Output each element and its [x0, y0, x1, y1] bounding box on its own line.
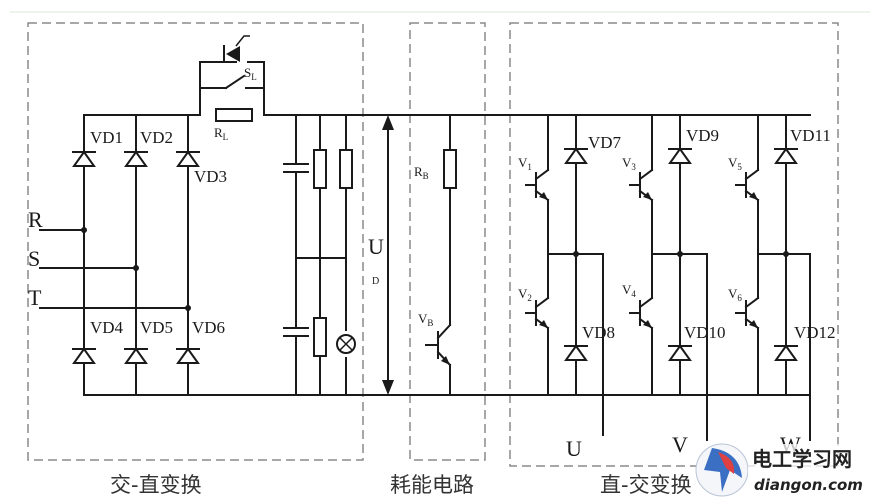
vd6-label: VD6	[192, 318, 225, 337]
transistor-v2	[525, 296, 550, 330]
v1-label: V1	[518, 155, 532, 172]
braking-circuit	[425, 114, 457, 396]
inverter-box	[509, 22, 839, 467]
input-r-label: R	[28, 207, 43, 232]
input-s-label: S	[28, 246, 40, 271]
rectifier-box	[27, 22, 364, 461]
brake-resistor-icon	[443, 149, 457, 189]
diode-vd4	[72, 347, 96, 364]
vd1-label: VD1	[90, 128, 123, 147]
vd2-label: VD2	[140, 128, 173, 147]
diode-vd11	[774, 147, 798, 164]
switch-sl-label: SL	[244, 65, 257, 82]
charging-circuit	[199, 35, 265, 122]
transistor-v5	[735, 168, 760, 202]
diode-vd10	[668, 344, 692, 361]
svg-text:电工学习网: 电工学习网	[752, 447, 852, 471]
diode-vd5	[124, 347, 148, 364]
diode-vd8	[564, 344, 588, 361]
resistor-rl-icon	[215, 108, 253, 122]
v3-label: V3	[622, 155, 636, 172]
resistor-rl-label: RL	[214, 125, 228, 142]
diode-vd12	[774, 344, 798, 361]
dc-voltage-arrow	[382, 115, 394, 395]
vd7-label: VD7	[588, 133, 622, 152]
dc-bus-sub-label: D	[372, 276, 379, 287]
vd12-label: VD12	[794, 323, 836, 342]
brake-transistor-label: VB	[418, 311, 433, 328]
rectifier-bridge	[39, 114, 191, 396]
vd3-label: VD3	[194, 167, 227, 186]
watermark-logo: 电工学习网 diangon.com	[695, 443, 878, 497]
output-v-label: V	[672, 432, 688, 457]
diode-vd7	[564, 147, 588, 164]
v2-label: V2	[518, 286, 532, 303]
vd8-label: VD8	[582, 323, 615, 342]
diode-vd2	[124, 150, 148, 167]
transistor-v3	[629, 168, 654, 202]
lamp-icon	[336, 334, 356, 354]
vd4-label: VD4	[90, 318, 124, 337]
vd10-label: VD10	[684, 323, 726, 342]
transistor-v4	[629, 296, 654, 330]
diode-vd1	[72, 150, 96, 167]
input-t-label: T	[28, 285, 42, 310]
braking-box	[409, 22, 486, 461]
dc-bus-wires	[83, 114, 811, 396]
transistor-v1	[525, 168, 550, 202]
output-u-label: U	[566, 436, 582, 461]
diode-vd3	[176, 150, 200, 167]
vd5-label: VD5	[140, 318, 173, 337]
transistor-v6	[735, 296, 760, 330]
dc-bus-u-label: U	[368, 234, 384, 259]
vd9-label: VD9	[686, 126, 719, 145]
braking-caption: 耗能电路	[390, 473, 474, 497]
thyristor-icon	[226, 46, 240, 62]
watermark-text: 电工学习网 diangon.com	[748, 444, 878, 496]
filter-network	[283, 114, 356, 396]
svg-text:diangon.com: diangon.com	[754, 476, 863, 494]
rectifier-caption: 交-直变换	[110, 473, 202, 497]
v5-label: V5	[728, 155, 742, 172]
diode-vd9	[668, 147, 692, 164]
brake-resistor-label: RB	[414, 164, 429, 181]
diode-vd6	[176, 347, 200, 364]
v6-label: V6	[728, 286, 742, 303]
vd11-label: VD11	[790, 126, 831, 145]
inverter-caption: 直-交变换	[600, 473, 692, 497]
v4-label: V4	[622, 282, 636, 299]
